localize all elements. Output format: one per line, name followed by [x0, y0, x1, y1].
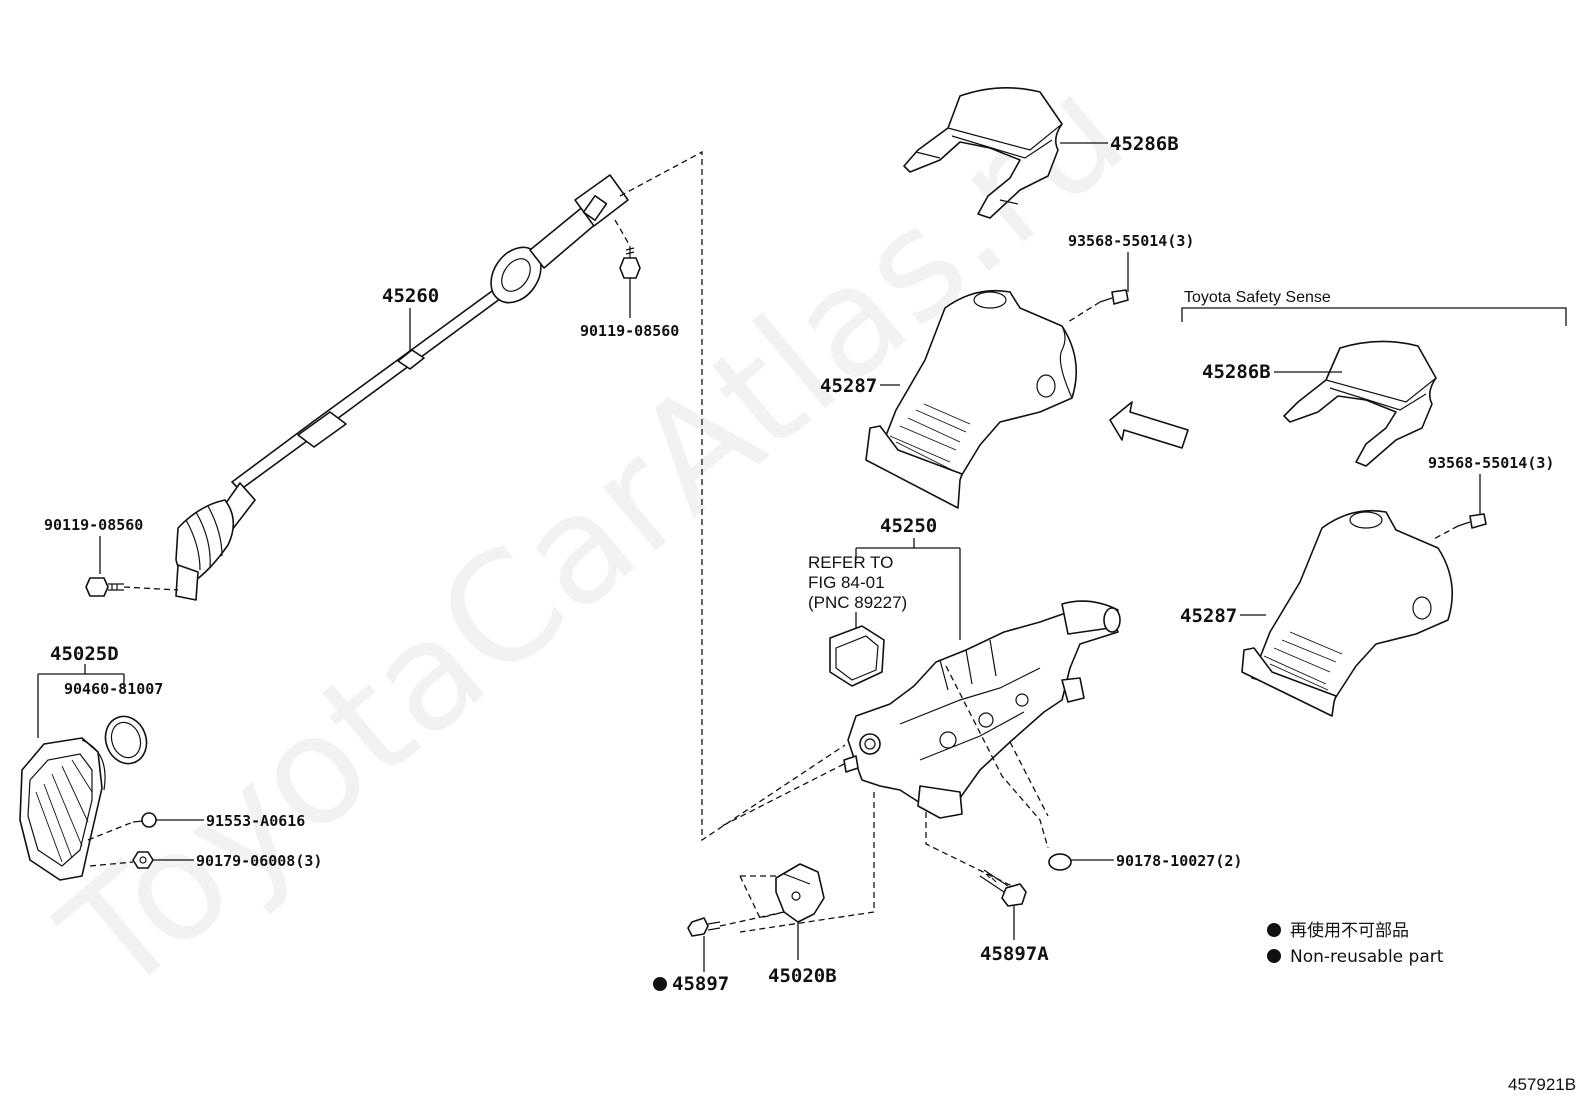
label-oring: 90460-81007 — [64, 680, 163, 698]
oring-icon — [104, 715, 148, 765]
refer-note-line3: (PNC 89227) — [808, 593, 907, 612]
legend-bullet-icon-1 — [1267, 923, 1281, 937]
upper-cover-icon-2 — [1283, 340, 1437, 467]
non-reusable-mark-icon — [653, 977, 667, 991]
bracket-icon — [775, 863, 825, 923]
intermediate-shaft-drawing — [175, 174, 629, 601]
bolt-upper-icon — [619, 246, 641, 279]
label-screw-2: 93568-55014(3) — [1428, 454, 1554, 472]
label-bolt-lower: 90119-08560 — [44, 516, 143, 534]
figure-id: 457921B — [1508, 1075, 1576, 1094]
connector-module-icon — [829, 625, 885, 687]
label-lower-cover-2: 45287 — [1180, 605, 1237, 627]
screw-icon-1 — [1099, 289, 1129, 305]
legend-bullet-icon-2 — [1267, 949, 1281, 963]
upper-cover-icon — [903, 87, 1063, 219]
legend-japanese: 再使用不可部品 — [1290, 920, 1409, 941]
label-upper-cover-2: 45286B — [1202, 361, 1271, 383]
label-clip: 91553-A0616 — [206, 812, 305, 830]
refer-note-line2: FIG 84-01 — [808, 573, 885, 592]
label-safety-sense: Toyota Safety Sense — [1184, 289, 1331, 306]
screw-icon-2 — [1457, 513, 1487, 529]
label-cover-assy: 45025D — [50, 643, 119, 665]
label-bolt-45897a: 45897A — [980, 943, 1049, 965]
steering-column-icon — [843, 600, 1121, 819]
bolt-45897-icon — [687, 917, 721, 937]
bolt-45897a-icon — [979, 869, 1027, 907]
lower-cover-icon — [865, 289, 1078, 509]
label-bolt-45897: 45897 — [672, 973, 729, 995]
nut-icon — [132, 851, 154, 869]
legend-english: Non-reusable part — [1290, 947, 1444, 967]
label-screw-1: 93568-55014(3) — [1068, 232, 1194, 250]
label-lower-cover-1: 45287 — [820, 375, 877, 397]
direction-arrow-icon — [1109, 401, 1189, 449]
lower-cover-icon-2 — [1241, 509, 1454, 717]
label-bolt-upper: 90119-08560 — [580, 322, 679, 340]
nut-2-icon — [1048, 853, 1072, 871]
label-nut-2: 90178-10027(2) — [1116, 852, 1242, 870]
label-shaft: 45260 — [382, 285, 439, 307]
label-upper-cover-1: 45286B — [1110, 133, 1179, 155]
label-column-assy: 45250 — [880, 515, 937, 537]
label-bracket: 45020B — [768, 965, 837, 987]
refer-note-line1: REFER TO — [808, 553, 893, 572]
label-nut-3: 90179-06008(3) — [196, 852, 322, 870]
dust-cover-icon — [19, 737, 106, 881]
bolt-lower-icon — [85, 577, 124, 597]
